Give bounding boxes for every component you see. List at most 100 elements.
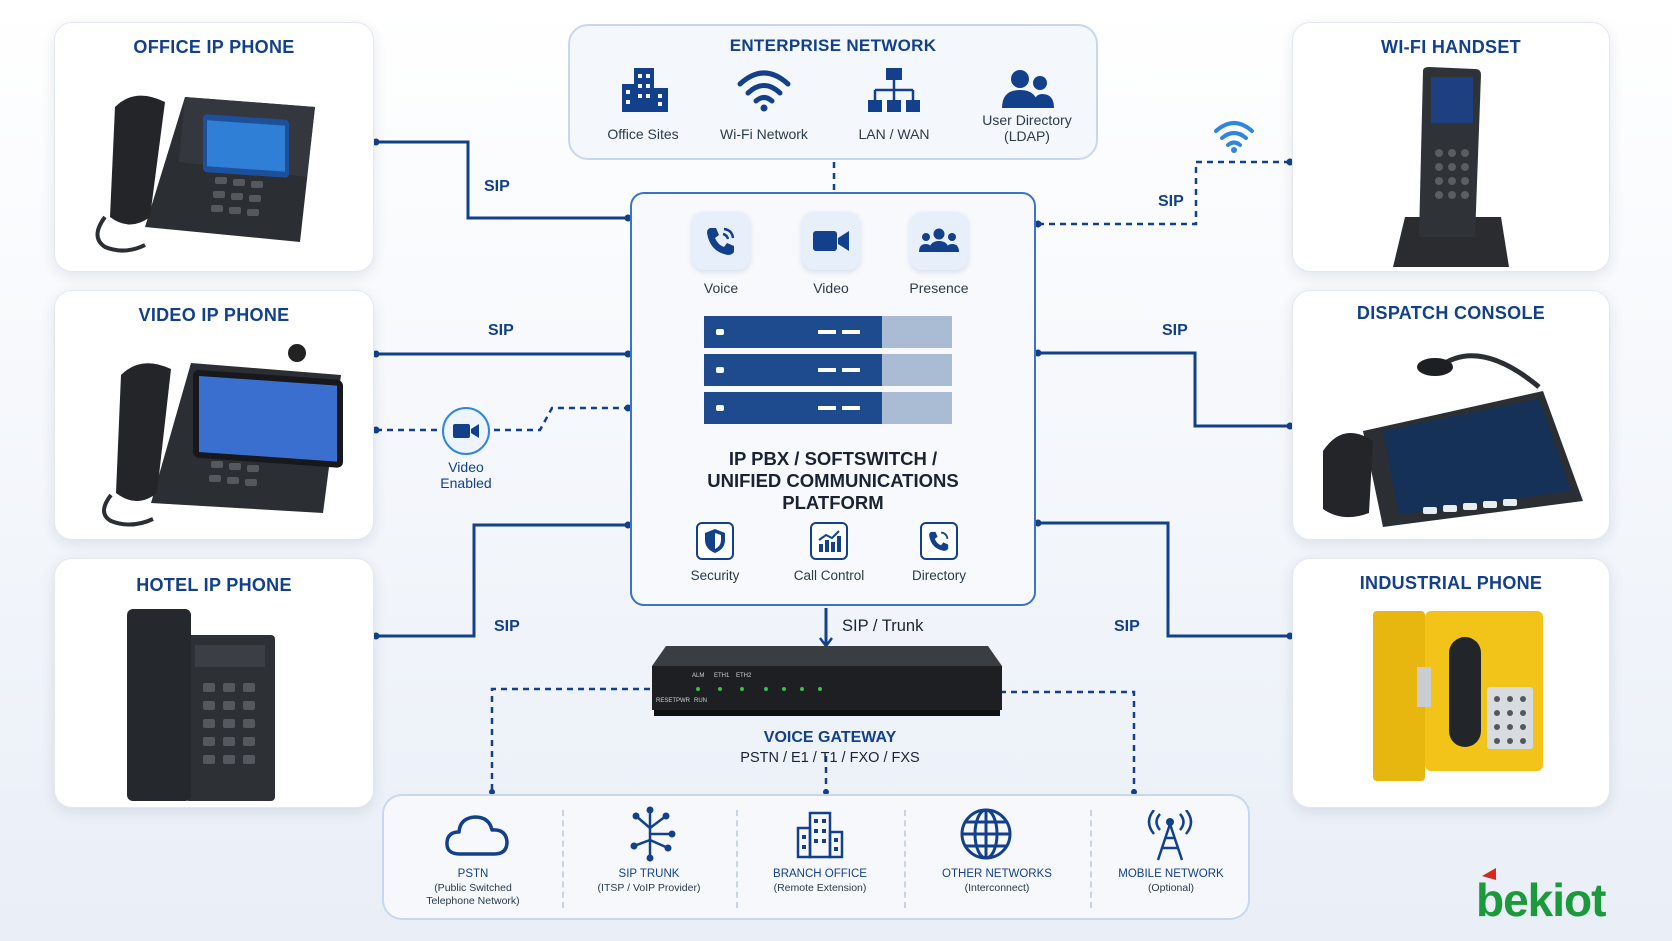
wifi-handset-title: WI-FI HANDSET bbox=[1381, 37, 1521, 57]
link-wifi bbox=[1038, 160, 1290, 226]
voice-phone-icon bbox=[707, 227, 735, 255]
industrial-phone-title: INDUSTRIAL PHONE bbox=[1359, 573, 1543, 593]
enterprise-network-box: ENTERPRISE NETWORK Office Sites Wi-Fi Ne… bbox=[568, 24, 1098, 160]
dispatch-console-card: DISPATCH CONSOLE bbox=[1292, 290, 1610, 540]
video-tile bbox=[802, 212, 860, 270]
shield-icon bbox=[705, 529, 725, 553]
office-phone-title: OFFICE IP PHONE bbox=[133, 37, 295, 57]
divider-1 bbox=[562, 810, 564, 908]
voice-label: Voice bbox=[703, 280, 739, 296]
cell-tower-icon bbox=[1147, 810, 1193, 861]
sip-trunk-network-sub: (ITSP / VoIP Provider) bbox=[597, 882, 701, 894]
user-directory-ldap: (LDAP) bbox=[1004, 128, 1050, 144]
bekiot-logo: bekiot bbox=[1476, 868, 1607, 924]
video-phone-title: VIDEO IP PHONE bbox=[138, 305, 290, 325]
bekiot-logo-text: bekiot bbox=[1476, 874, 1606, 924]
gw-label-alm: ALM bbox=[692, 673, 704, 679]
bar-chart-icon bbox=[818, 530, 841, 552]
hotel-phone-title: HOTEL IP PHONE bbox=[136, 575, 292, 595]
video-phone-image bbox=[102, 344, 343, 527]
enterprise-network-title: ENTERPRISE NETWORK bbox=[729, 36, 937, 55]
link-industrial bbox=[1038, 521, 1290, 638]
user-directory-label: User Directory bbox=[982, 112, 1072, 128]
user-directory-icon bbox=[1002, 70, 1054, 108]
industrial-phone-card: INDUSTRIAL PHONE bbox=[1292, 558, 1610, 808]
core-title-line-3: PLATFORM bbox=[782, 492, 884, 513]
divider-4 bbox=[1090, 810, 1092, 908]
link-gw-right bbox=[1000, 690, 1136, 792]
office-sites-label: Office Sites bbox=[607, 126, 679, 142]
presence-label: Presence bbox=[909, 280, 969, 296]
video-enabled-label-1: Video bbox=[448, 459, 484, 475]
sip-label-wifi: SIP bbox=[1158, 193, 1184, 210]
external-networks-box: PSTN (Public Switched Telephone Network)… bbox=[382, 794, 1250, 920]
globe-icon bbox=[960, 808, 1012, 860]
branch-office-sub: (Remote Extension) bbox=[773, 882, 867, 894]
directory-tile bbox=[920, 522, 958, 560]
video-camera-icon bbox=[453, 424, 479, 438]
gw-label-eth2: ETH2 bbox=[736, 673, 752, 679]
dispatch-console-title: DISPATCH CONSOLE bbox=[1356, 303, 1546, 323]
wifi-handset-image bbox=[1393, 67, 1509, 267]
lan-wan-label: LAN / WAN bbox=[858, 126, 930, 142]
sip-label-hotel: SIP bbox=[494, 618, 520, 635]
office-sites-icon bbox=[622, 68, 668, 112]
branch-office-label: BRANCH OFFICE bbox=[773, 868, 867, 880]
mobile-network-label: MOBILE NETWORK bbox=[1118, 868, 1224, 880]
call-control-tile bbox=[810, 522, 848, 560]
wifi-signal-icon bbox=[1214, 121, 1254, 153]
voice-gateway-subtitle: PSTN / E1 / T1 / FXO / FXS bbox=[740, 750, 920, 766]
video-enabled-badge bbox=[442, 407, 490, 455]
presence-tile bbox=[910, 212, 968, 270]
gw-label-run: RUN bbox=[694, 698, 707, 704]
hotel-phone-image bbox=[127, 609, 275, 801]
call-control-label: Call Control bbox=[793, 568, 865, 583]
video-enabled-label-2: Enabled bbox=[440, 475, 492, 491]
dispatch-console-image bbox=[1323, 353, 1583, 527]
sip-trunk-network-icon bbox=[630, 806, 676, 862]
other-networks-sub: (Interconnect) bbox=[964, 882, 1030, 894]
video-phone-card: VIDEO IP PHONE bbox=[54, 290, 374, 540]
voice-gateway-device: ALM ETH1 ETH2 RESET PWR RUN bbox=[652, 646, 1002, 716]
security-tile bbox=[696, 522, 734, 560]
gw-label-reset: RESET bbox=[656, 698, 676, 704]
server-stack-icon bbox=[704, 316, 952, 424]
link-hotel bbox=[376, 523, 628, 638]
industrial-phone-image bbox=[1373, 611, 1543, 781]
wifi-handset-card: WI-FI HANDSET bbox=[1292, 22, 1610, 272]
directory-label: Directory bbox=[911, 568, 966, 583]
divider-2 bbox=[736, 810, 738, 908]
sip-trunk-network-label: SIP TRUNK bbox=[618, 868, 680, 880]
link-gw-left bbox=[490, 687, 650, 792]
wifi-icon bbox=[737, 70, 791, 112]
sip-label-video: SIP bbox=[488, 322, 514, 339]
office-phone-card: OFFICE IP PHONE bbox=[54, 22, 374, 272]
pstn-sub-2: Telephone Network) bbox=[426, 895, 520, 907]
cloud-icon bbox=[445, 815, 509, 856]
core-title-line-1: IP PBX / SOFTSWITCH / bbox=[728, 448, 938, 469]
video-label: Video bbox=[813, 280, 849, 296]
sip-label-dispatch: SIP bbox=[1162, 322, 1188, 339]
mobile-network-sub: (Optional) bbox=[1147, 882, 1195, 894]
presence-group-icon bbox=[919, 228, 959, 252]
lan-wan-icon bbox=[868, 68, 920, 112]
divider-3 bbox=[904, 810, 906, 908]
voice-tile bbox=[692, 212, 750, 270]
hotel-phone-card: HOTEL IP PHONE bbox=[54, 558, 374, 808]
wifi-network-label: Wi-Fi Network bbox=[720, 126, 808, 142]
gw-label-eth1: ETH1 bbox=[714, 673, 730, 679]
link-office bbox=[376, 140, 628, 220]
video-icon bbox=[813, 231, 849, 251]
security-label: Security bbox=[690, 568, 740, 583]
pstn-sub-1: (Public Switched bbox=[434, 882, 512, 894]
sip-trunk-label: SIP / Trunk bbox=[842, 617, 924, 635]
branch-office-icon bbox=[796, 811, 844, 859]
office-phone-image bbox=[95, 95, 315, 253]
directory-phone-icon bbox=[929, 531, 949, 551]
voice-gateway-title: VOICE GATEWAY bbox=[763, 729, 897, 746]
core-title-line-2: UNIFIED COMMUNICATIONS bbox=[707, 470, 959, 491]
gw-label-pwr: PWR bbox=[676, 698, 691, 704]
link-dispatch bbox=[1038, 351, 1290, 428]
pstn-label: PSTN bbox=[457, 868, 489, 880]
